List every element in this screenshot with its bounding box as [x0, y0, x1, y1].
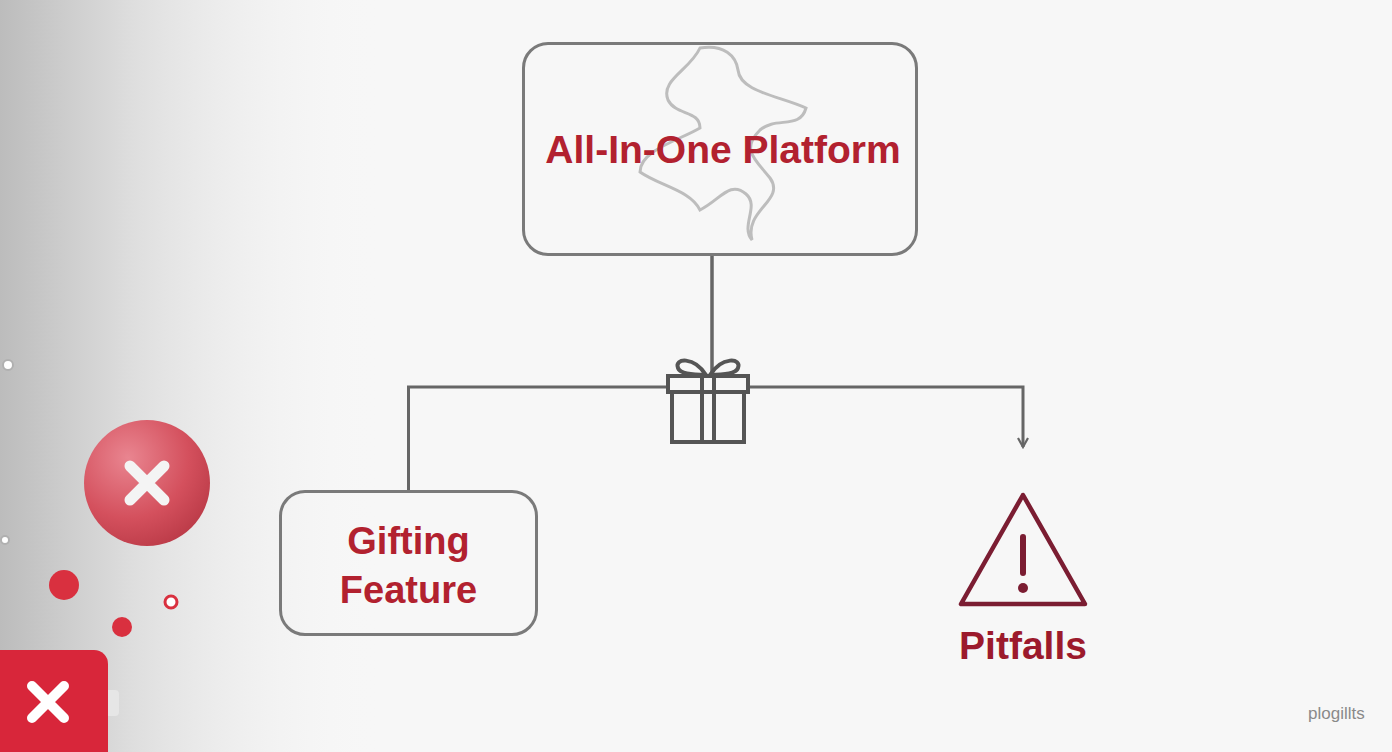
error-ball — [84, 420, 210, 546]
watermark: plogillts — [1308, 704, 1365, 724]
ring-dot — [3, 360, 13, 370]
red-dot — [49, 570, 79, 600]
feature-box: Gifting Feature — [279, 490, 538, 636]
gift-bow — [677, 361, 738, 375]
gift-lid — [668, 376, 748, 392]
exclamation-dot — [1018, 583, 1028, 593]
node-text: Gifting Feature — [282, 517, 535, 615]
connector — [712, 256, 1023, 447]
red-dot — [112, 617, 132, 637]
node-text: All-In-One Platform — [481, 127, 965, 173]
x-mark — [130, 466, 164, 500]
edge-group — [409, 256, 1024, 490]
warning-node: Pitfalls — [940, 447, 1106, 675]
gift-ribbon — [702, 376, 714, 442]
ring-dot — [1, 536, 9, 544]
block-tab — [105, 690, 119, 716]
exclamation-bar — [1020, 537, 1026, 573]
ring-dot — [165, 596, 177, 608]
gift-icon — [668, 361, 748, 442]
error-block — [0, 650, 108, 752]
gift-body — [672, 392, 744, 442]
triangle-outline — [961, 495, 1085, 604]
platform-box: All-In-One Platform — [522, 42, 918, 256]
left-shade — [0, 0, 380, 752]
node-text: Pitfalls — [920, 623, 1126, 669]
connector — [409, 256, 713, 490]
x-mark — [32, 686, 64, 718]
